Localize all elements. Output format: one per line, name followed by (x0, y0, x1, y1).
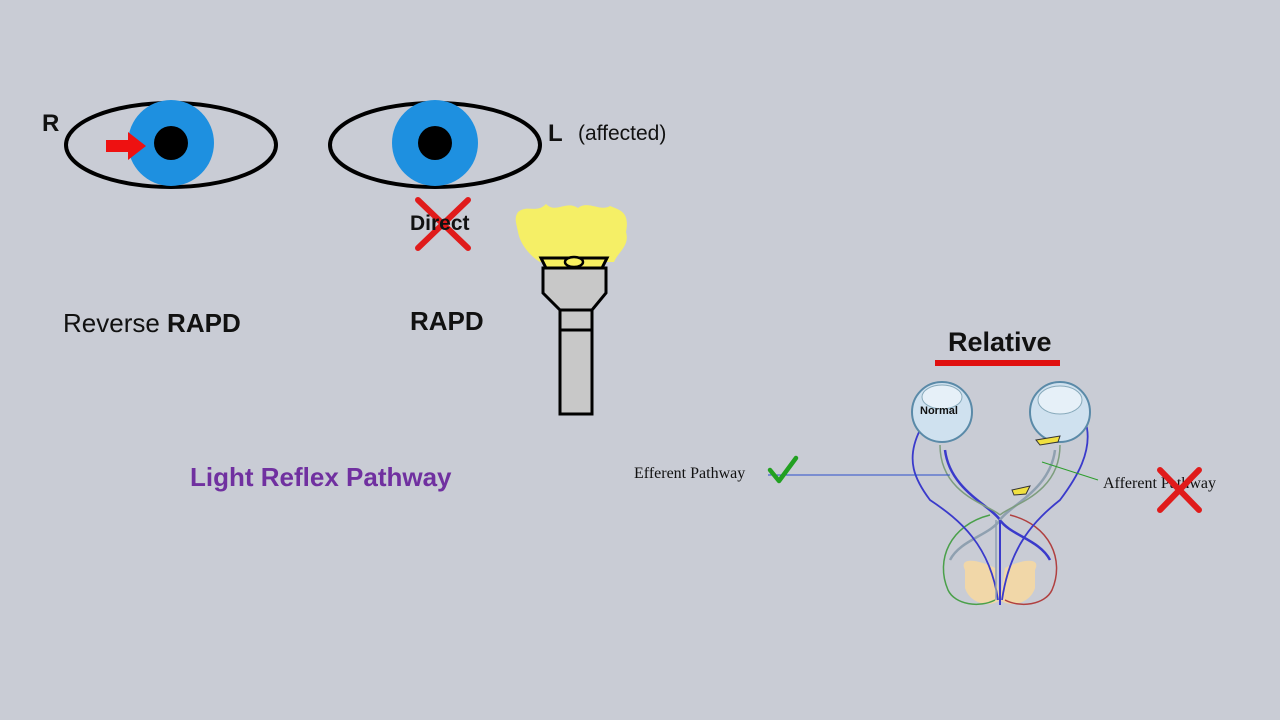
flashlight-glow (515, 204, 627, 262)
relative-underline (935, 360, 1060, 366)
reverse-rapd-label: Reverse RAPD (63, 308, 241, 339)
afferent-label: Afferent Pathway (1103, 475, 1216, 492)
rapd-label: RAPD (410, 306, 484, 336)
left-eye-label: L (548, 120, 563, 147)
pupillary-pathway-diagram (911, 381, 1091, 606)
relative-label: Relative (948, 327, 1052, 357)
direct-cross-icon (415, 197, 471, 251)
reverse-rapd-bold: RAPD (167, 308, 241, 338)
flashlight-icon (515, 204, 627, 416)
afferent-pointer-line (1041, 461, 1099, 481)
affected-note: (affected) (578, 122, 667, 145)
right-eye-label: R (42, 110, 60, 137)
efferent-label: Efferent Pathway (634, 465, 746, 482)
light-arrow-icon (106, 132, 146, 160)
reverse-prefix: Reverse (63, 308, 168, 338)
pathway-title: Light Reflex Pathway (190, 462, 452, 492)
direct-label: Direct (410, 212, 470, 235)
left-eye (328, 100, 542, 189)
left-eye-pupil (418, 126, 452, 160)
check-icon (767, 455, 799, 484)
right-eye (64, 100, 278, 189)
normal-eye-label: Normal (920, 405, 958, 417)
right-eye-pupil (154, 126, 188, 160)
